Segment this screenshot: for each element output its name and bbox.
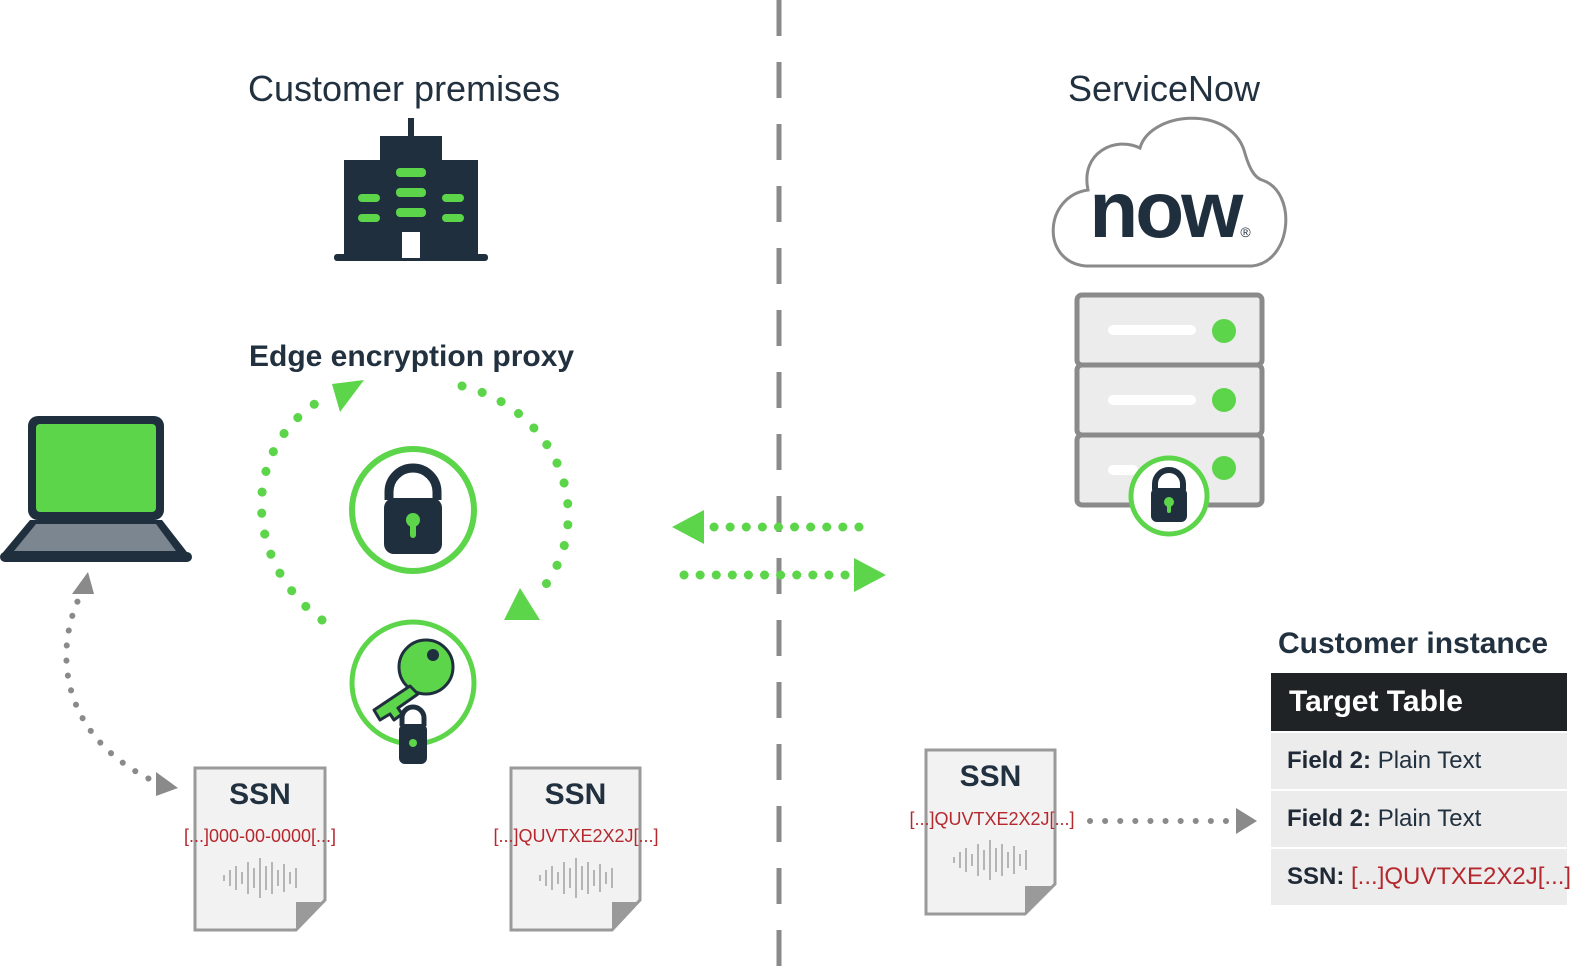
cloud-icon	[1051, 116, 1288, 268]
document-title: SSN	[229, 778, 291, 811]
document-value: [...]000-00-0000[...]	[183, 826, 337, 846]
row-key: Field 2:	[1287, 747, 1372, 774]
row-value: [...]QUVTXE2X2J[...]	[1351, 863, 1572, 890]
document-value: [...]QUVTXE2X2J[...]	[909, 809, 1075, 829]
arrowhead-up-icon	[72, 572, 94, 594]
row-value: Plain Text	[1377, 805, 1482, 832]
document-icon	[924, 748, 1057, 916]
laptop-document-arrow	[63, 585, 163, 787]
waveform-lines	[223, 840, 1027, 898]
arrowhead-right-icon	[1236, 808, 1257, 834]
target-table: Target Table Field 2: Plain Text Field 2…	[1271, 673, 1571, 905]
row-key: SSN:	[1287, 863, 1345, 890]
document-title: SSN	[544, 778, 607, 811]
document-icon	[509, 766, 642, 932]
servicenow-heading: ServiceNow	[1068, 68, 1261, 109]
arrowhead-right-icon	[156, 772, 178, 796]
customer-premises-heading: Customer premises	[248, 68, 561, 109]
edge-encryption-proxy-label: Edge encryption proxy	[249, 340, 575, 373]
table-row: Field 2: Plain Text	[1271, 731, 1567, 789]
office-building-icon	[334, 118, 488, 261]
document-icon	[193, 766, 327, 932]
table-title: Target Table	[1271, 673, 1567, 731]
registered-mark: ®	[1240, 224, 1251, 240]
document-value: [...]QUVTXE2X2J[...]	[493, 826, 659, 846]
table-row: Field 2: Plain Text	[1271, 789, 1567, 847]
customer-instance-label: Customer instance	[1278, 627, 1549, 660]
table-row: SSN: [...]QUVTXE2X2J[...]	[1271, 847, 1571, 905]
row-value: Plain Text	[1377, 747, 1482, 774]
key-icon	[349, 619, 477, 764]
padlock-icon	[349, 446, 477, 574]
data-flow-arrows	[672, 510, 886, 592]
logo-wordmark: now	[1089, 165, 1243, 254]
document-title: SSN	[959, 760, 1022, 793]
server-rack-icon	[1074, 292, 1265, 537]
encryption-cycle-arrows	[257, 380, 573, 625]
servicenow-logo: now®	[1084, 170, 1256, 250]
row-key: Field 2:	[1287, 805, 1372, 832]
laptop-icon	[0, 416, 192, 562]
